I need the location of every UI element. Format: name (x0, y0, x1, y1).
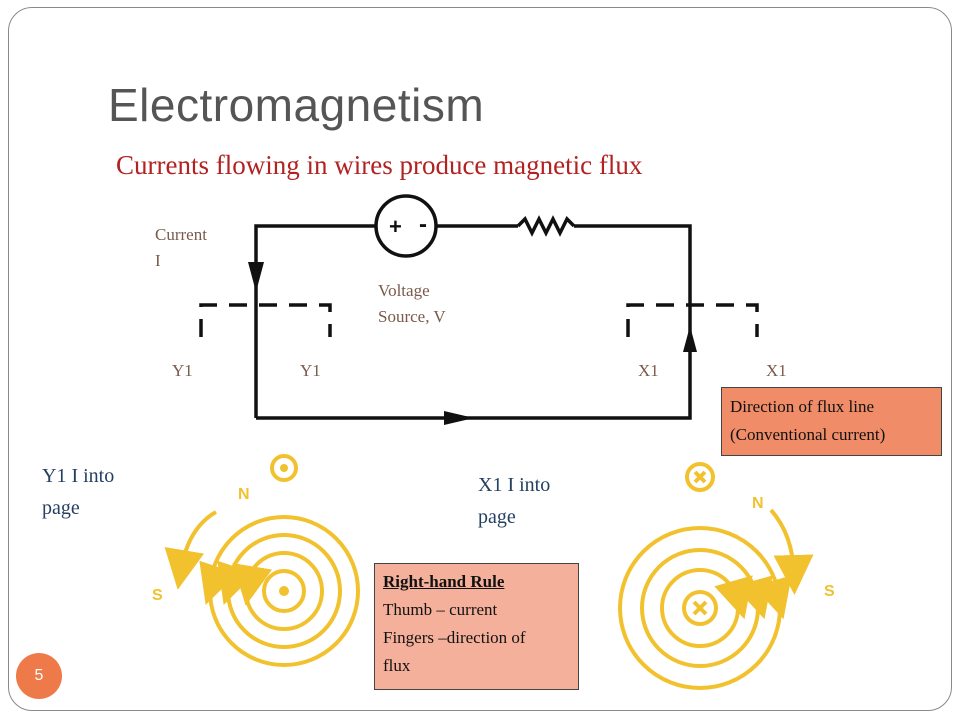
x1-caption: X1 I into page (478, 469, 550, 533)
right-hand-rule-line3: flux (383, 656, 411, 675)
circuit-wires (254, 224, 692, 420)
y1-caption-line2: page (42, 497, 80, 519)
voltage-source-symbol: + - (374, 194, 438, 258)
right-south-label: S (824, 583, 835, 600)
current-label-line1: Current (155, 225, 207, 244)
flux-direction-line1: Direction of flux line (730, 397, 874, 416)
resistor-symbol (516, 215, 576, 237)
right-hand-rule-heading: Right-hand Rule (383, 572, 505, 591)
left-flux-pattern (164, 454, 360, 667)
voltage-source-label-line1: Voltage (378, 281, 430, 300)
x1-caption-line2: page (478, 506, 516, 528)
current-label: Current I (155, 222, 207, 274)
left-north-label: N (238, 486, 250, 503)
left-south-label: S (152, 587, 163, 604)
port-y1-left: Y1 (172, 361, 193, 380)
current-arrow-down (248, 262, 264, 292)
voltage-source-label-line2: Source, V (378, 307, 446, 326)
y1-dashed-loop (199, 303, 332, 337)
current-label-line2: I (155, 251, 161, 270)
current-arrow-right (444, 411, 474, 425)
y1-caption-line1: Y1 I into (42, 465, 115, 487)
port-x1-right: X1 (766, 361, 787, 380)
left-current-dot (280, 464, 288, 472)
left-center-dot (279, 586, 289, 596)
x1-caption-line1: X1 I into (478, 474, 551, 496)
right-hand-rule-line2: Fingers –direction of (383, 628, 526, 647)
y1-caption: Y1 I into page (42, 460, 114, 524)
page-number-badge: 5 (16, 653, 62, 699)
current-arrow-up (683, 326, 697, 352)
right-flux-pattern (618, 462, 814, 690)
port-y1-right: Y1 (300, 361, 321, 380)
flux-direction-line2: (Conventional current) (730, 425, 886, 444)
x1-dashed-loop (626, 303, 759, 337)
source-minus: - (419, 211, 427, 238)
source-plus: + (389, 214, 402, 239)
voltage-source-label: Voltage Source, V (378, 278, 446, 330)
port-x1-left: X1 (638, 361, 659, 380)
right-hand-rule-note: Right-hand Rule Thumb – current Fingers … (374, 563, 579, 690)
slide-frame (8, 7, 952, 711)
slide-subtitle: Currents flowing in wires produce magnet… (116, 150, 643, 180)
right-north-label: N (752, 495, 764, 512)
right-hand-rule-line1: Thumb – current (383, 600, 498, 619)
flux-direction-note: Direction of flux line (Conventional cur… (721, 387, 942, 456)
slide-title: Electromagnetism (108, 79, 485, 131)
